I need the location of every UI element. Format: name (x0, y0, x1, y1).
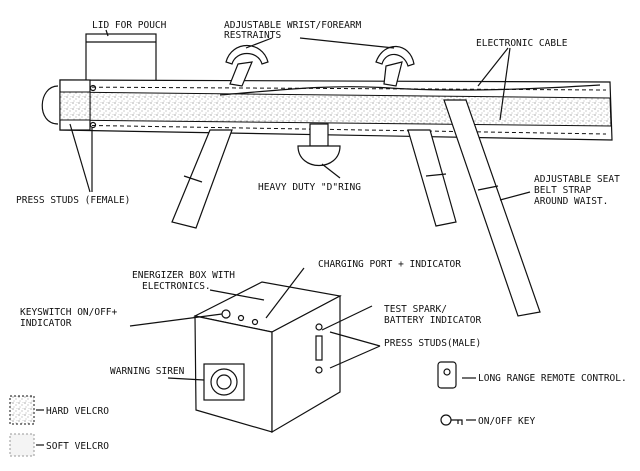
press-stud-top (315, 323, 323, 331)
support-legs (171, 99, 541, 317)
hard-velcro-swatch (9, 395, 35, 425)
label-energizer-1: ENERGIZER BOX WITH (132, 270, 235, 281)
label-test-spark-1: TEST SPARK/ (384, 304, 447, 315)
label-charging: CHARGING PORT + INDICATOR (318, 259, 461, 270)
label-cable: ELECTRONIC CABLE (476, 38, 568, 49)
label-seat-belt-1: ADJUSTABLE SEAT (534, 174, 620, 185)
label-seat-belt-2: BELT STRAP (534, 185, 591, 196)
label-keyswitch-1: KEYSWITCH ON/OFF+ (20, 307, 118, 318)
label-siren: WARNING SIREN (110, 366, 185, 377)
restraint-post (229, 61, 403, 87)
key-icon (440, 414, 463, 426)
label-lid: LID FOR POUCH (92, 20, 167, 31)
leader-lines (36, 29, 531, 446)
remote-control-icon (437, 361, 457, 389)
press-stud-bottom (315, 366, 323, 374)
label-d-ring: HEAVY DUTY "D"RING (258, 182, 361, 193)
label-soft-velcro: SOFT VELCRO (46, 441, 109, 452)
label-press-studs-female: PRESS STUDS (FEMALE) (16, 195, 130, 206)
electronic-cable (219, 84, 601, 96)
d-ring-icon (297, 123, 341, 167)
label-restraints-2: RESTRAINTS (224, 30, 281, 41)
siren-icon (203, 363, 245, 401)
wrist-restraint-icon (225, 45, 415, 67)
label-keyswitch-2: INDICATOR (20, 318, 72, 329)
label-key: ON/OFF KEY (478, 416, 535, 427)
main-strap (59, 79, 613, 141)
pouch-hook (41, 85, 59, 125)
label-remote: LONG RANGE REMOTE CONTROL. (478, 373, 627, 384)
label-hard-velcro: HARD VELCRO (46, 406, 109, 417)
energizer-box (193, 281, 342, 434)
label-test-spark-2: BATTERY INDICATOR (384, 315, 482, 326)
label-restraints-1: ADJUSTABLE WRIST/FOREARM (224, 20, 362, 31)
label-press-studs-male: PRESS STUDS(MALE) (384, 338, 481, 349)
label-energizer-2: ELECTRONICS. (142, 281, 211, 292)
soft-velcro-swatch (9, 433, 35, 457)
label-seat-belt-3: AROUND WAIST. (534, 196, 608, 207)
